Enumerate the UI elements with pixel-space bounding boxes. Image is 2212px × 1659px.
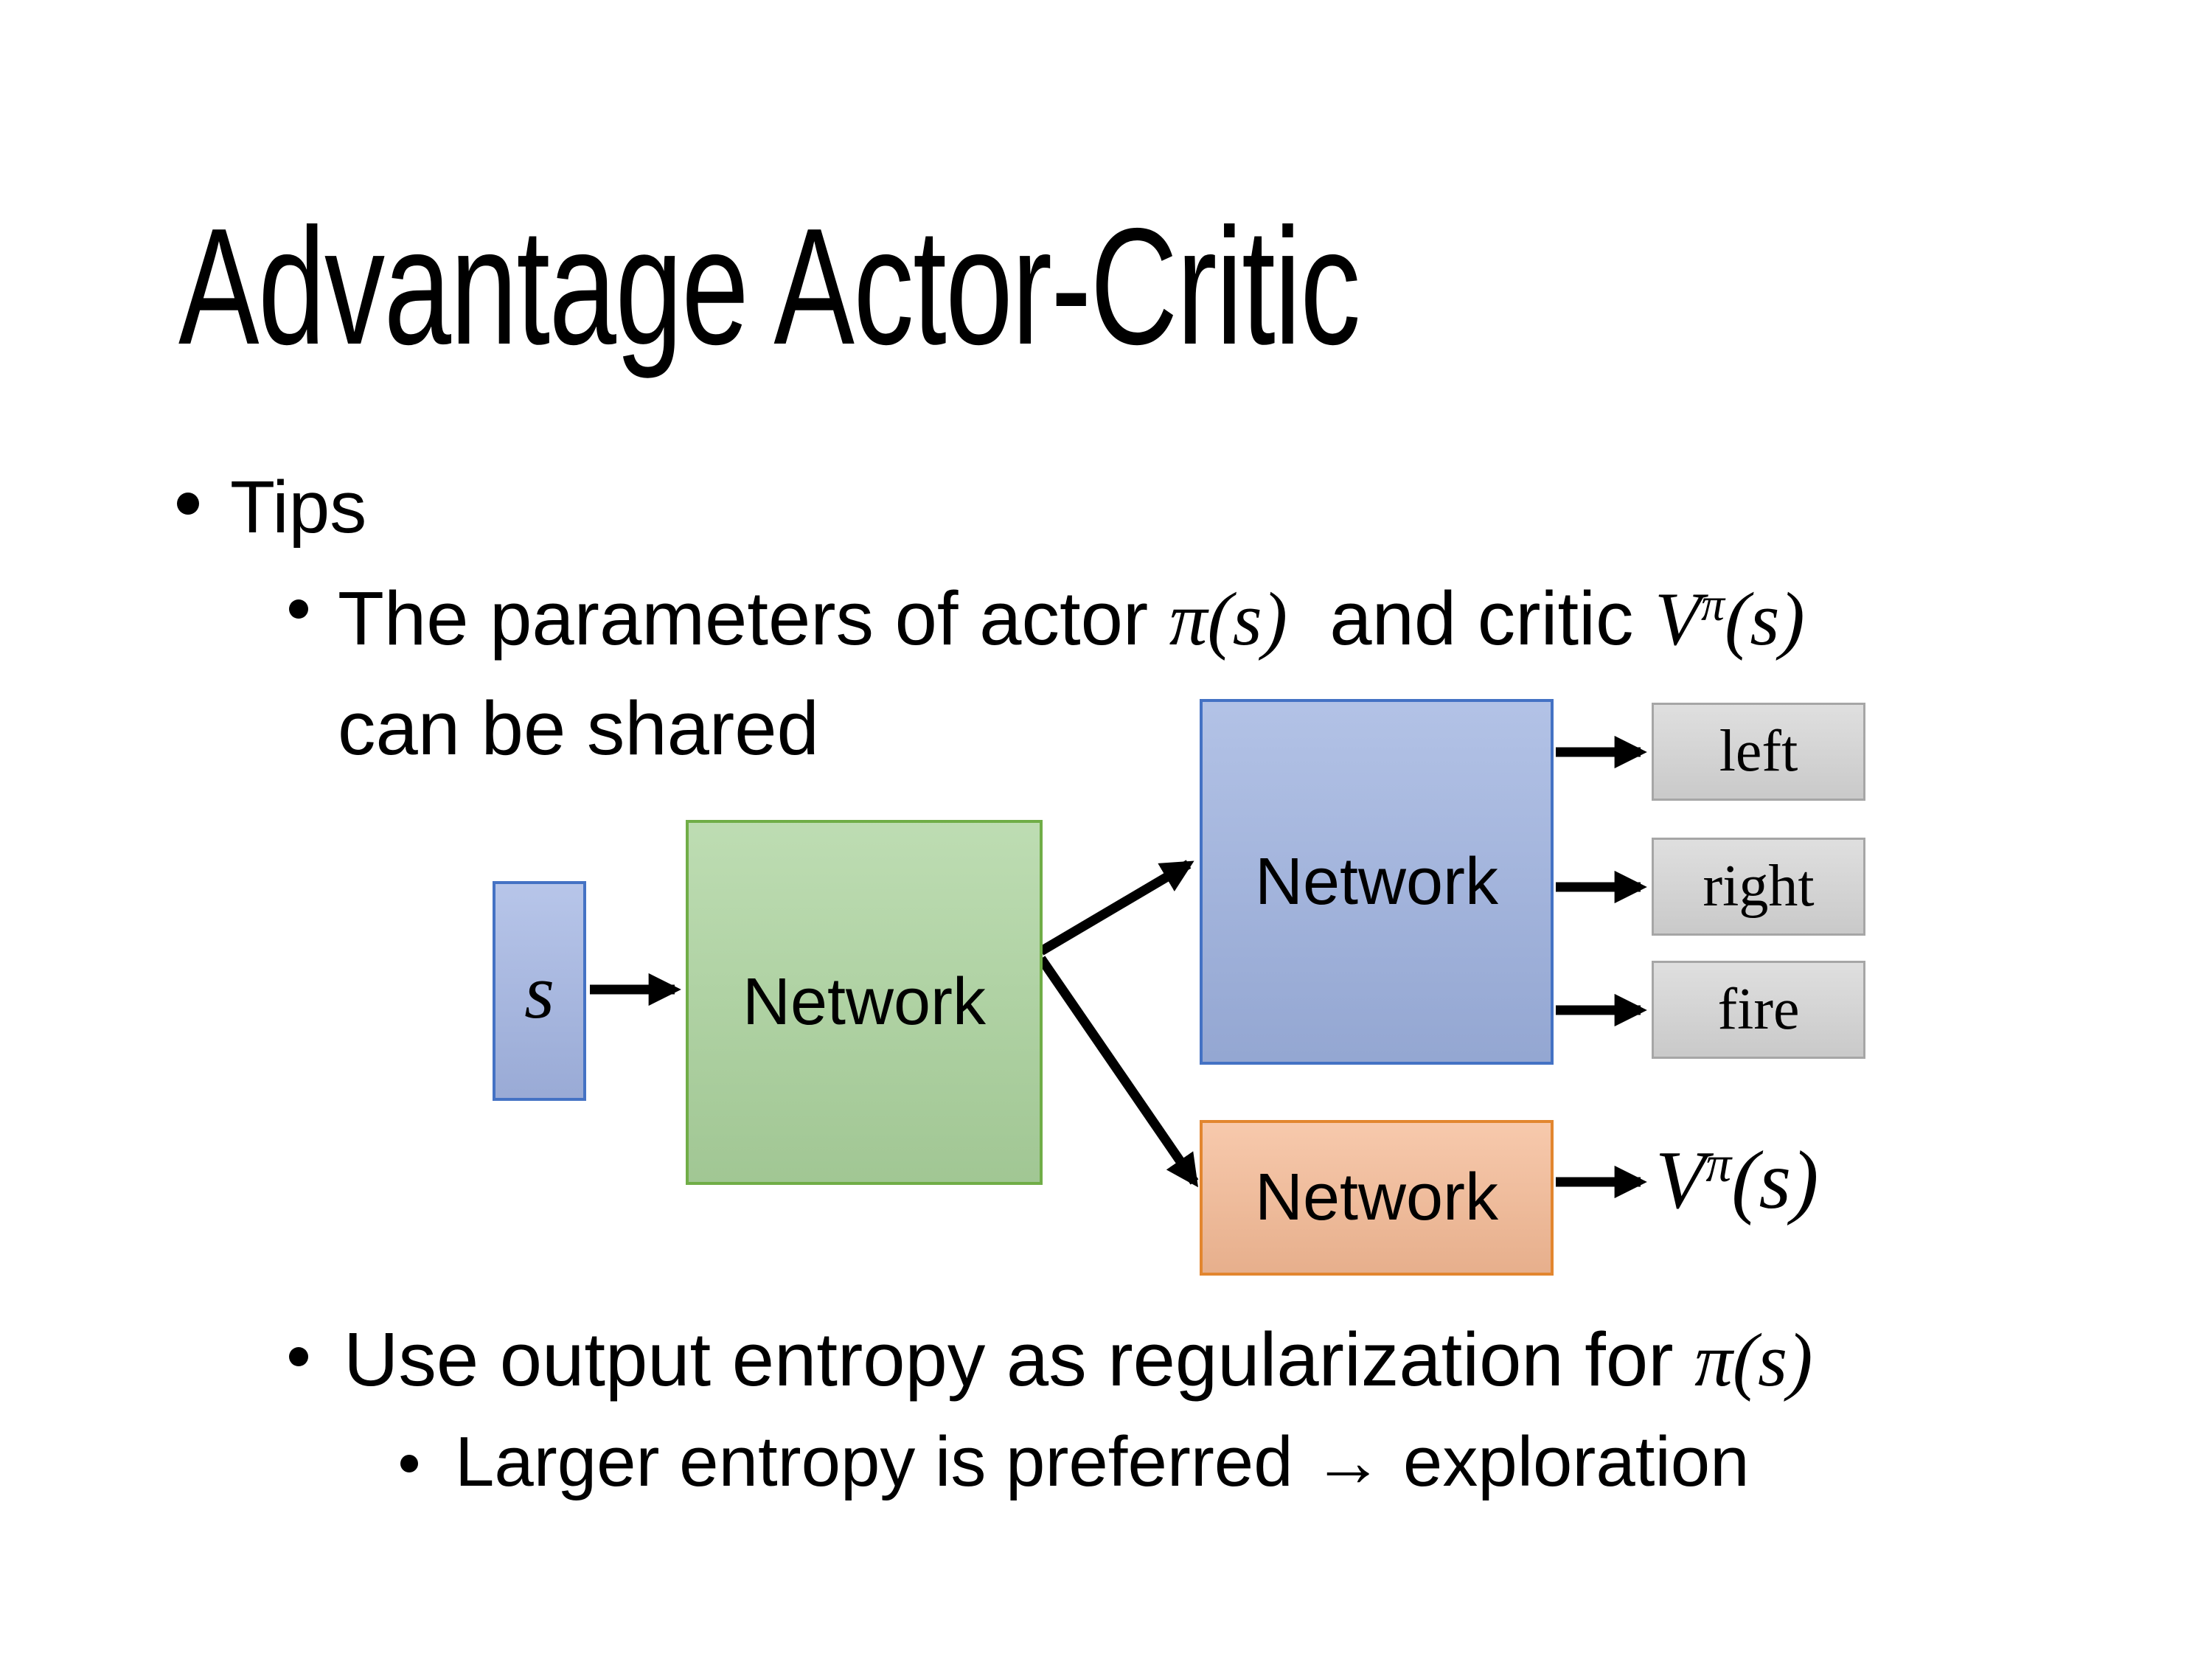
critic-network-box: Network [1200, 1120, 1554, 1276]
exploration-text: Larger entropy is preferred → exploratio… [455, 1422, 1750, 1501]
state-input-box: s [493, 881, 586, 1101]
bullet-tips: Tips [177, 456, 366, 559]
entropy-text-pre: Use output entropy as regularization for [344, 1317, 1695, 1402]
shared-text-mid: and critic [1287, 576, 1655, 661]
tips-label: Tips [230, 466, 367, 549]
critic-value-math-sup: π [1701, 577, 1725, 630]
actor-network-label: Network [1254, 844, 1499, 919]
arrow-shared-to-critic-icon [1037, 956, 1199, 1188]
shared-text-line2: can be shared [338, 686, 819, 771]
critic-output-arg: (s) [1731, 1135, 1819, 1226]
critic-network-label: Network [1254, 1161, 1499, 1234]
slide-title: Advantage Actor-Critic [178, 193, 1360, 379]
action-left-label: left [1719, 719, 1798, 784]
policy-math: π(s) [1694, 1318, 1813, 1402]
critic-value-output: Vπ(s) [1655, 1135, 1818, 1226]
critic-output-sup: π [1705, 1135, 1732, 1193]
critic-value-math-arg: (s) [1725, 577, 1805, 661]
critic-output-base: V [1655, 1135, 1706, 1226]
action-left-box: left [1652, 703, 1865, 801]
shared-network-box: Network [686, 820, 1043, 1185]
bullet-dot [289, 599, 308, 619]
action-fire-box: fire [1652, 961, 1865, 1059]
critic-value-math-base: V [1655, 577, 1702, 661]
actor-network-box: Network [1200, 699, 1554, 1065]
shared-text-pre: The parameters of actor [338, 576, 1169, 661]
bullet-entropy-regularization: Use output entropy as regularization for… [289, 1305, 1812, 1415]
action-right-label: right [1703, 854, 1815, 919]
bullet-shared-parameters: The parameters of actor π(s) and critic … [289, 564, 1805, 782]
state-input-label: s [524, 947, 554, 1034]
action-right-box: right [1652, 838, 1865, 936]
bullet-dot [289, 1347, 308, 1366]
actor-policy-math: π(s) [1169, 577, 1288, 661]
shared-network-label: Network [742, 965, 987, 1039]
action-fire-label: fire [1717, 977, 1800, 1042]
bullet-dot [400, 1455, 418, 1472]
bullet-larger-entropy: Larger entropy is preferred → exploratio… [400, 1413, 1750, 1512]
arrow-shared-to-actor-icon [1038, 860, 1194, 956]
bullet-dot [177, 493, 199, 515]
